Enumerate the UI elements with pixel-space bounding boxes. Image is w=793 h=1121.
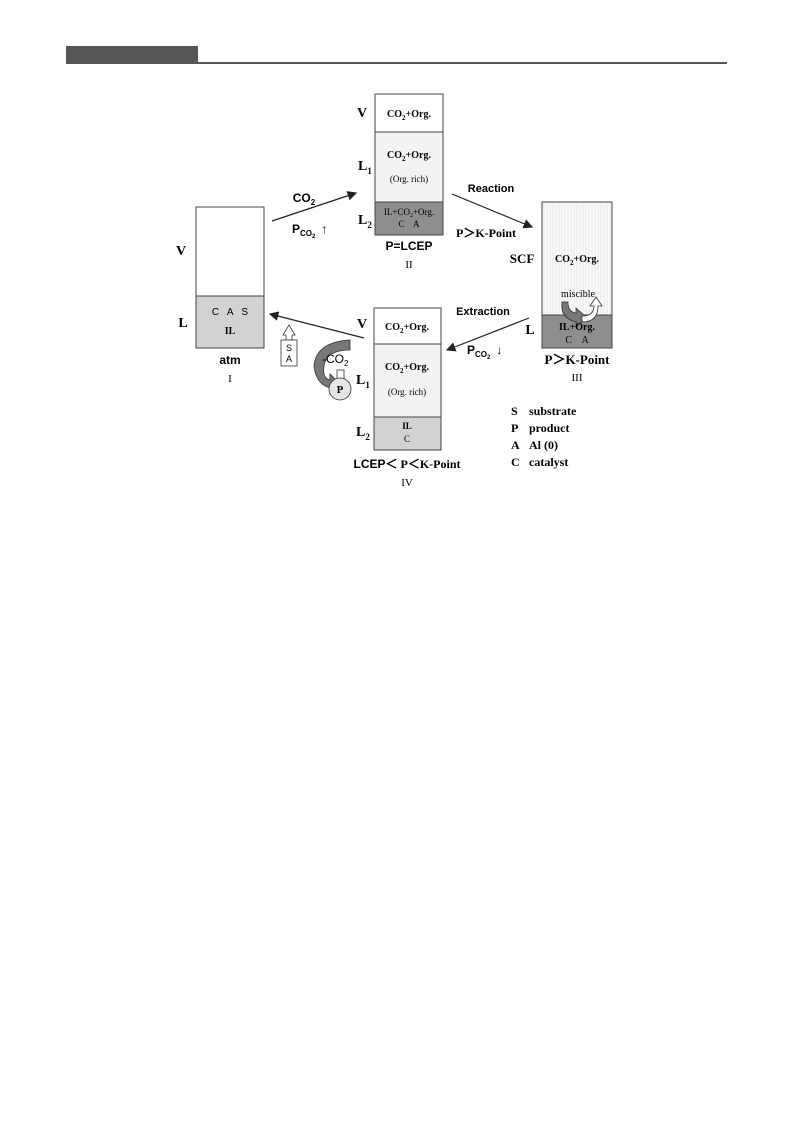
legend-key-3: C: [511, 455, 520, 469]
feed-box: [280, 339, 298, 367]
state4-vapor-box: [373, 307, 442, 345]
flask-product: P: [337, 384, 344, 396]
state3-scf-text: CO2+Org.: [555, 254, 599, 267]
arrow-2-to-3: [451, 193, 534, 229]
state4-l2-box: [373, 416, 442, 451]
state4-l1-note: (Org. rich): [388, 387, 426, 397]
state3-scf-box: [541, 201, 613, 316]
flask-icon: [328, 377, 352, 401]
feed-s: S: [286, 343, 292, 353]
state3-condition: P＞K-Point: [545, 352, 611, 367]
state4-v-label: V: [357, 317, 367, 332]
state2-number: II: [405, 259, 413, 271]
state1-liquid-box: [195, 295, 265, 349]
state1-condition: atm: [219, 353, 240, 367]
state4-number: IV: [401, 477, 413, 489]
arrow-1-to-2: [271, 191, 358, 222]
state4-condition: LCEP＜ P＜K-Point: [353, 457, 460, 471]
state2-vapor-text: CO2+Org.: [387, 109, 431, 122]
arrow-3-to-4: [445, 317, 530, 352]
state2-l1-note: (Org. rich): [390, 174, 428, 184]
minus-co2-label: -CO2: [322, 352, 349, 368]
state1-il: IL: [225, 326, 236, 337]
state3-scf-label: SCF: [510, 251, 535, 266]
pco2-up-label: PCO2↑: [292, 222, 327, 240]
feed-a: A: [286, 354, 292, 364]
state1-l-label: L: [178, 316, 187, 331]
state-3: SCF L CO2+Org. miscible IL+Org. C A P＞K-…: [510, 201, 613, 384]
state3-number: III: [572, 372, 583, 384]
state2-l1-box: [374, 131, 444, 203]
state3-l-line1: IL+Org.: [559, 322, 595, 333]
state2-vapor-box: [374, 93, 444, 133]
miscible-arrow-up-icon: [581, 296, 603, 323]
legend-label-3: catalyst: [529, 455, 568, 469]
state3-miscible: miscible: [561, 289, 595, 300]
state-1: V L C A S IL atm I: [176, 206, 265, 385]
co2-release: -CO2 P: [313, 339, 352, 401]
feed-arrow-icon: [282, 324, 296, 341]
legend-label-2: Al (0): [529, 438, 558, 452]
arrow-4-to-1: [268, 311, 365, 339]
state1-vapor-box: [195, 206, 265, 297]
state2-l1-text: CO2+Org.: [387, 150, 431, 163]
state4-l2-line2: C: [404, 434, 410, 444]
state1-v-label: V: [176, 244, 186, 259]
state4-vapor-text: CO2+Org.: [385, 322, 429, 335]
state-4: V L1 L2 CO2+Org. CO2+Org. (Org. rich) IL…: [353, 307, 461, 489]
state1-contents: C A S: [212, 307, 248, 318]
legend-label-1: product: [529, 421, 569, 435]
state2-v-label: V: [357, 106, 367, 121]
legend: S substrate P product A Al (0) C catalys…: [511, 404, 577, 469]
legend-label-0: substrate: [529, 404, 577, 418]
state4-l1-label: L1: [356, 373, 370, 390]
substrate-feed: S A: [280, 324, 298, 367]
legend-key-0: S: [511, 404, 518, 418]
header-bar: [66, 46, 198, 64]
state4-l2-line1: IL: [402, 421, 412, 431]
state3-l-label: L: [525, 323, 534, 338]
header-rule: [66, 62, 727, 64]
state2-l2-label: L2: [358, 213, 372, 230]
co2-label: CO2: [293, 191, 316, 207]
extraction-label: Extraction: [456, 306, 510, 318]
pco2-down-label: PCO2↓: [467, 343, 502, 361]
reaction-label: Reaction: [468, 183, 515, 195]
state3-l-line2: C A: [565, 335, 589, 346]
state2-l1-label: L1: [358, 159, 372, 176]
state4-l1-text: CO2+Org.: [385, 362, 429, 375]
state4-l2-label: L2: [356, 425, 370, 442]
state2-condition: P=LCEP: [385, 239, 432, 253]
miscible-arrow-down-icon: [561, 301, 587, 328]
state4-l1-box: [373, 343, 442, 418]
legend-key-2: A: [511, 438, 520, 452]
state1-number: I: [228, 373, 232, 385]
state2-l2-box: [374, 201, 444, 236]
state2-l2-line2: C A: [398, 219, 420, 229]
reaction-condition: P＞K-Point: [456, 226, 516, 240]
state-2: V L1 L2 CO2+Org. CO2+Org. (Org. rich) IL…: [357, 93, 444, 271]
legend-key-1: P: [511, 421, 518, 435]
state2-l2-line1: IL+CO2+Org.: [384, 207, 434, 219]
